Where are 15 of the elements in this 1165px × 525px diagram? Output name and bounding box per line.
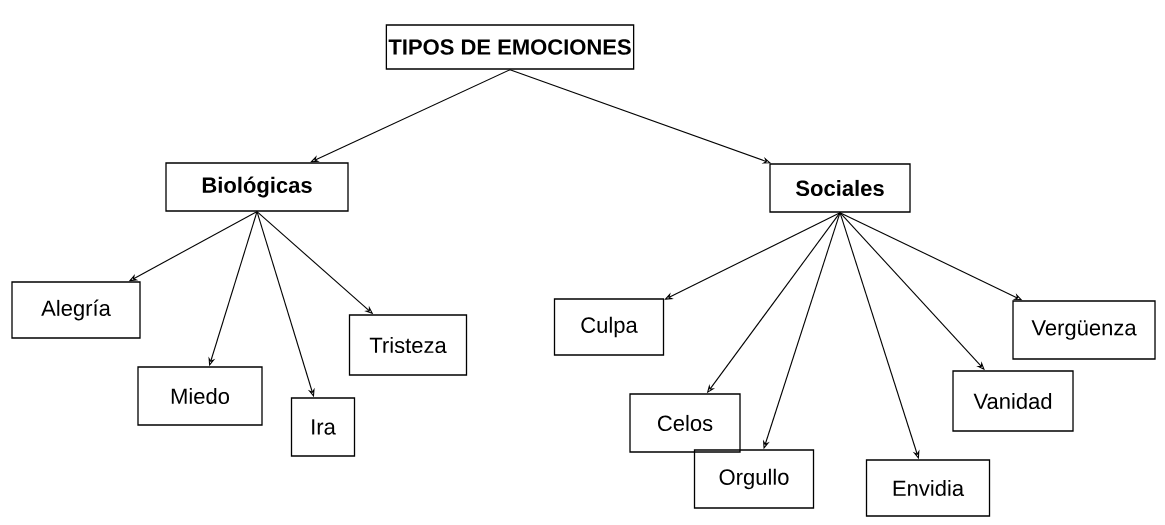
arrow — [664, 212, 841, 300]
emotion-box: Vergüenza — [1012, 300, 1156, 360]
emotion-box: Celos — [629, 393, 741, 453]
emotion-box: Alegría — [11, 281, 141, 339]
emotion-box: Vanidad — [952, 370, 1074, 432]
concept-box: Sociales — [769, 163, 911, 213]
concept-box: Biológicas — [165, 162, 349, 212]
emotion-box: Orgullo — [693, 449, 815, 509]
concept-box: TIPOS DE EMOCIONES — [385, 24, 635, 70]
arrow — [310, 69, 511, 163]
emotion-box: Culpa — [553, 298, 665, 356]
emotion-box: Ira — [290, 397, 356, 457]
emotion-box: Miedo — [137, 366, 263, 426]
emotion-box: Envidia — [865, 459, 991, 517]
emotion-box: Tristeza — [348, 314, 468, 376]
